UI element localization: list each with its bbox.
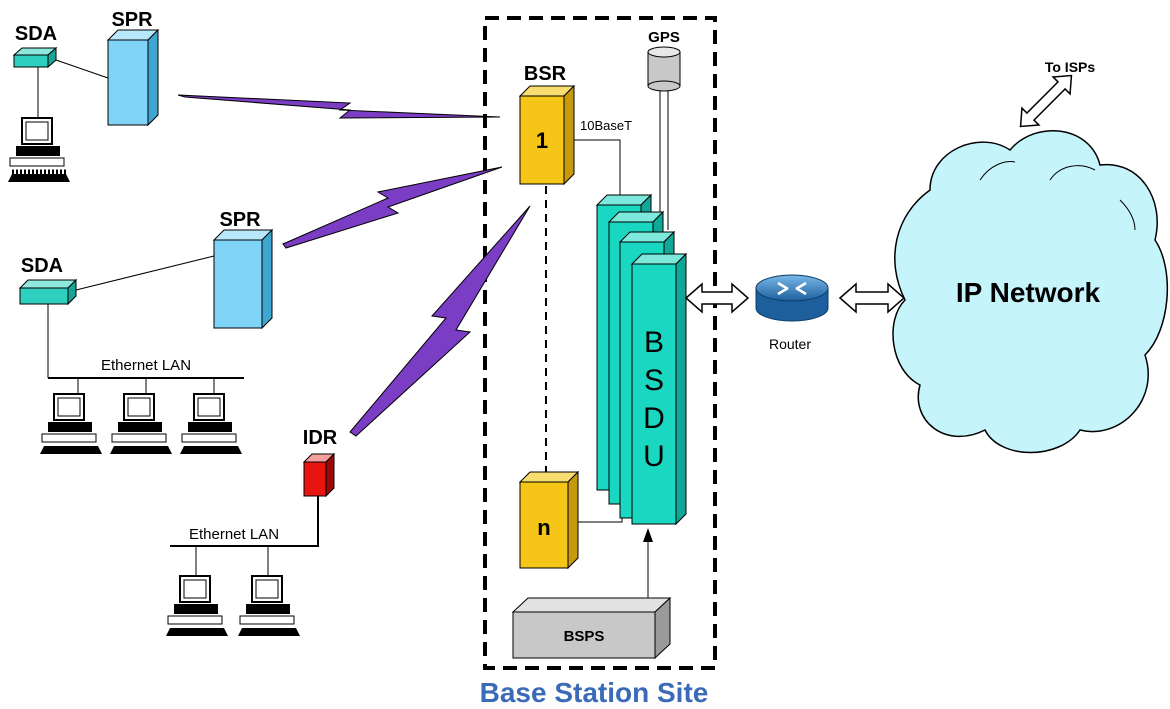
bsdu-letter-u: U <box>643 440 665 473</box>
sda-mid-unit <box>18 278 78 306</box>
idr-unit <box>302 452 336 498</box>
bsdu-stack <box>595 193 688 526</box>
computer-icon-lan1-b <box>110 393 172 454</box>
computer-icon-lan1-a <box>40 393 102 454</box>
bsr-unit-n <box>518 470 580 570</box>
wireless-link-mid <box>282 166 503 249</box>
bsr-label: BSR <box>524 63 567 85</box>
spr-mid-label: SPR <box>219 209 261 231</box>
base-station-site-title: Base Station Site <box>480 677 709 708</box>
computer-icon-top <box>8 117 70 182</box>
bsr-unit-1 <box>518 84 576 186</box>
gps-antenna <box>647 46 681 230</box>
router-network-double-arrow <box>838 282 906 314</box>
idr-label: IDR <box>303 427 338 449</box>
bsps-unit <box>511 596 672 660</box>
router-label: Router <box>769 336 811 352</box>
sda-top-unit <box>12 46 58 69</box>
gps-label: GPS <box>648 29 680 46</box>
bsdu-letter-s: S <box>644 364 664 397</box>
bsr-1-label: 1 <box>536 128 548 153</box>
base-station-site-boundary <box>483 16 717 670</box>
sda-top-label: SDA <box>15 23 57 45</box>
to-isps-label: To ISPs <box>1045 59 1096 75</box>
spr-top-unit <box>106 28 160 127</box>
bsdu-letter-b: B <box>644 326 664 359</box>
lan-2-drops <box>195 546 269 576</box>
lan-1-drops <box>77 378 215 394</box>
to-isps-arrow <box>1019 74 1073 128</box>
wireless-link-idr <box>349 205 531 437</box>
bsr-n-label: n <box>537 515 550 540</box>
ip-network-cloud <box>892 129 1169 454</box>
computer-icon-lan2-a <box>166 575 228 636</box>
sda-spr-top-link <box>55 59 109 79</box>
bsdu-letter-d: D <box>643 402 665 435</box>
spr-top-label: SPR <box>111 9 153 31</box>
router-icon <box>755 274 829 322</box>
spr-mid-unit <box>212 228 274 330</box>
wireless-link-top <box>177 94 501 119</box>
ethernet-lan-1-label: Ethernet LAN <box>101 357 191 374</box>
computer-icon-lan2-b <box>238 575 300 636</box>
sda-spr-mid-link <box>75 255 215 291</box>
tenbase-t-link <box>574 139 621 196</box>
cloud-inner-folds <box>979 161 1136 231</box>
idr-lan-link <box>170 496 319 547</box>
ethernet-lan-2-label: Ethernet LAN <box>189 526 279 543</box>
bsps-arrowhead <box>643 528 653 542</box>
computer-icon-lan1-c <box>180 393 242 454</box>
tenbase-t-label: 10BaseT <box>580 118 632 133</box>
sda-mid-label: SDA <box>21 255 63 277</box>
bsps-label: BSPS <box>564 628 605 645</box>
ip-network-label: IP Network <box>956 277 1101 308</box>
bsdu-router-double-arrow <box>684 282 750 314</box>
